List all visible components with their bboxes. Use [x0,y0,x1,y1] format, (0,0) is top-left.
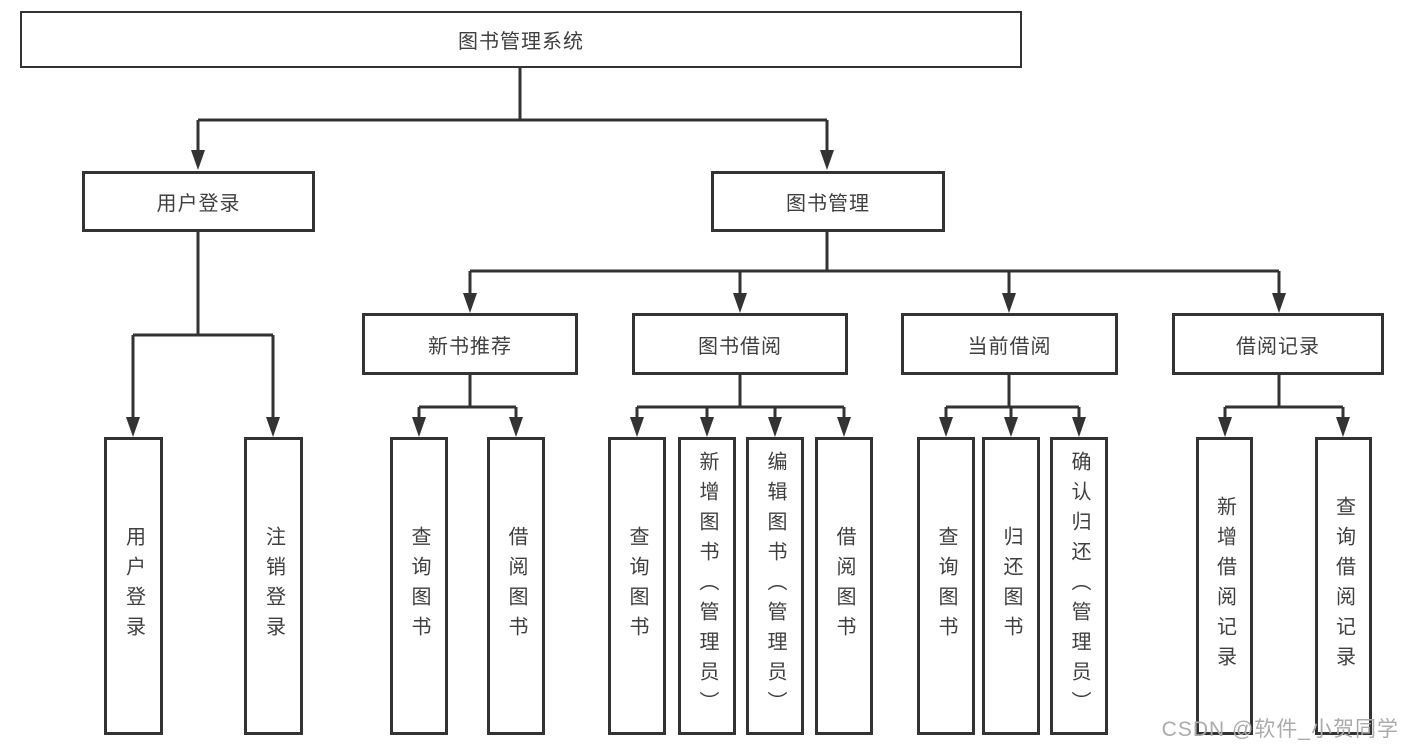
node-label: 借阅图书 [505,526,527,646]
node-label: 当前借阅 [967,335,1052,358]
node-label: 查询图书 [626,526,648,646]
node-label: 借阅记录 [1236,335,1320,358]
csdn-watermark: CSDN @软件_小贺同学 [1161,718,1399,741]
node-label: 查询借阅记录 [1332,496,1355,676]
node-label: 查询图书 [935,526,957,646]
leaf-confirm-return-admin: 确认归还（管理员） [1050,437,1108,735]
leaf-add-books-admin: 新增图书（管理员） [678,437,736,735]
node-label: 新书推荐 [428,335,512,358]
leaf-query-books-borrow: 查询图书 [608,437,666,735]
node-label: 新增借阅记录 [1213,496,1236,676]
leaf-query-books-recommend: 查询图书 [390,437,448,735]
node-label: 图书管理 [786,193,870,215]
node-label: 图书借阅 [698,335,782,358]
arrowheads [126,150,1350,437]
node-label: 新增图书（管理员） [696,451,718,721]
node-current-borrow: 当前借阅 [901,313,1118,375]
node-label: 编辑图书（管理员） [764,451,786,721]
node-label: 归还图书 [1000,526,1022,646]
node-book-management: 图书管理 [711,171,945,232]
leaf-user-login: 用户登录 [104,437,163,735]
node-label: 图书管理系统 [458,31,584,53]
leaf-return-books: 归还图书 [982,437,1040,735]
node-label: 借阅图书 [833,526,855,646]
node-new-book-recommend: 新书推荐 [362,313,578,375]
node-label: 用户登录 [156,193,241,215]
node-label: 用户登录 [122,526,145,646]
node-system-root: 图书管理系统 [20,11,1022,68]
leaf-query-borrow-record: 查询借阅记录 [1315,437,1372,735]
leaf-edit-books-admin: 编辑图书（管理员） [746,437,804,735]
node-user-login: 用户登录 [82,171,315,232]
leaf-query-books-current: 查询图书 [917,437,975,735]
node-label: 注销登录 [262,526,285,646]
leaf-add-borrow-record: 新增借阅记录 [1196,437,1253,735]
node-label: 确认归还（管理员） [1068,451,1090,721]
node-book-borrow: 图书借阅 [632,313,848,375]
node-label: 查询图书 [408,526,430,646]
node-borrow-records: 借阅记录 [1172,313,1384,375]
leaf-borrow-books: 借阅图书 [815,437,873,735]
leaf-logout: 注销登录 [244,437,303,735]
leaf-borrow-books-recommend: 借阅图书 [487,437,545,735]
